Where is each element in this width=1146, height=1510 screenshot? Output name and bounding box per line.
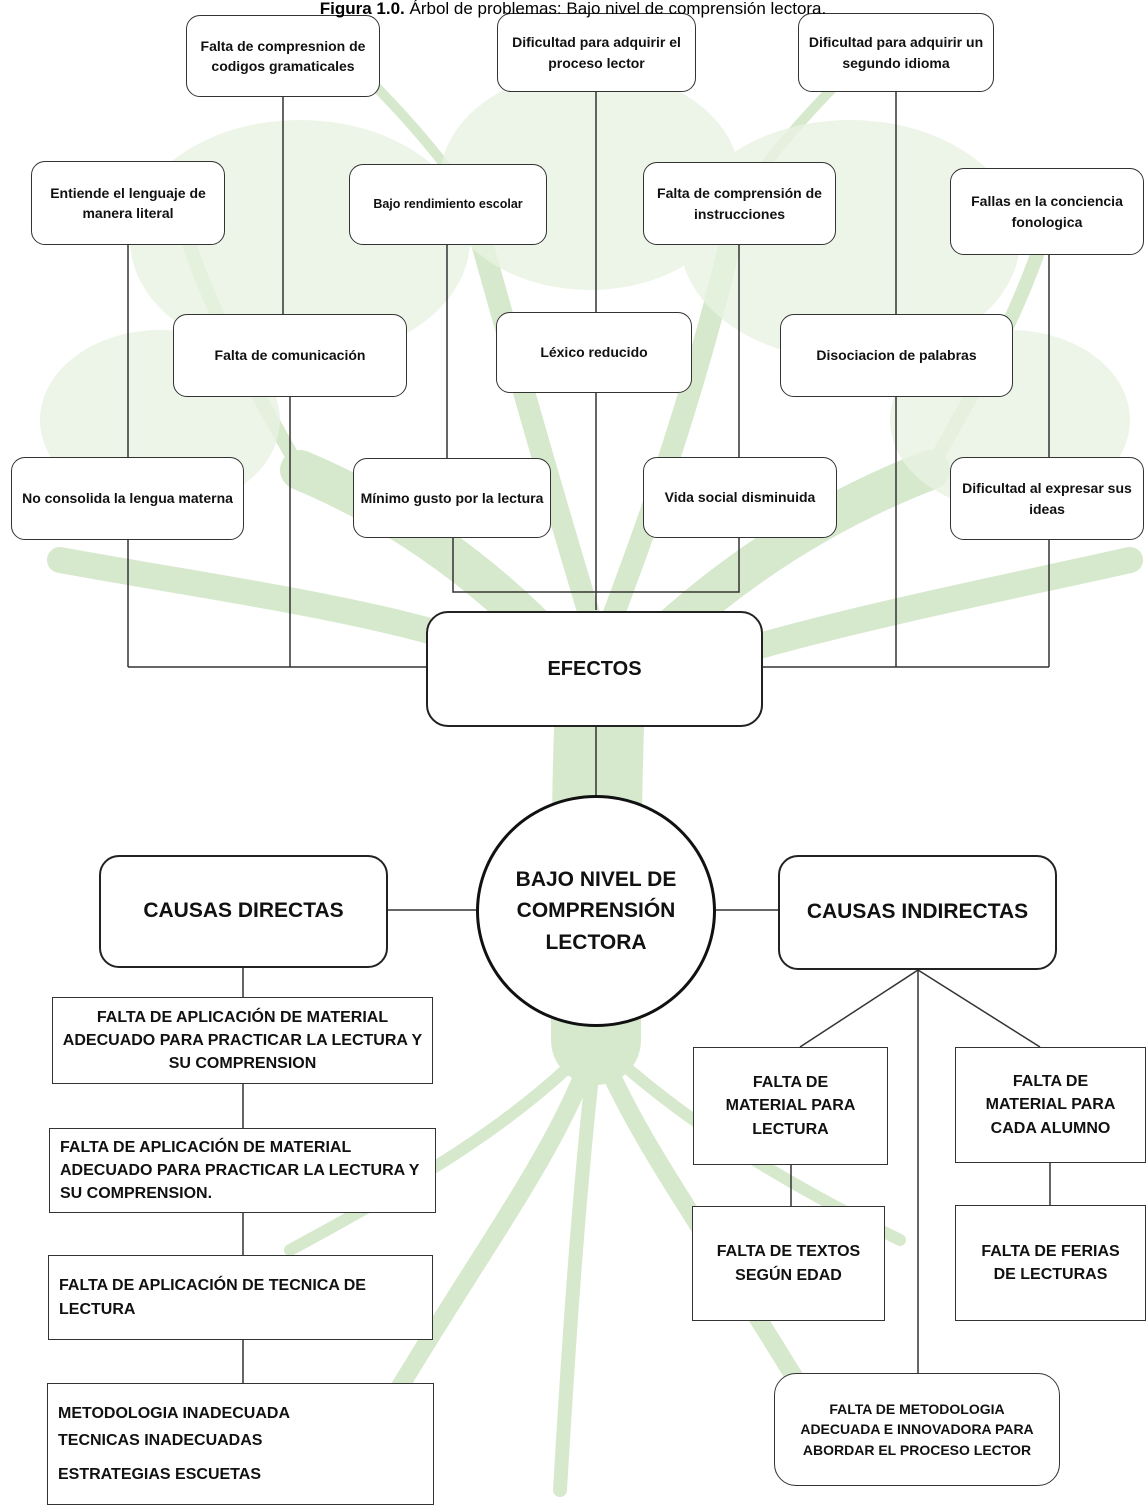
direct-cause-box-methodology: METODOLOGIA INADECUADA TECNICAS INADECUA… bbox=[47, 1383, 434, 1505]
efectos-box: EFECTOS bbox=[426, 611, 763, 727]
direct-cause-box: FALTA DE APLICACIÓN DE TECNICA DE LECTUR… bbox=[48, 1255, 433, 1340]
effect-box: No consolida la lengua materna bbox=[11, 457, 244, 540]
direct-cause-box: FALTA DE APLICACIÓN DE MATERIAL ADECUADO… bbox=[49, 1128, 436, 1213]
effect-box: Falta de comunicación bbox=[173, 314, 407, 397]
effect-box: Dificultad para adquirir un segundo idio… bbox=[798, 13, 994, 92]
indirect-cause-box: FALTA DE MATERIAL PARA CADA ALUMNO bbox=[955, 1047, 1146, 1163]
effect-box: Fallas en la conciencia fonologica bbox=[950, 168, 1144, 255]
indirect-cause-box: FALTA DE TEXTOS SEGÚN EDAD bbox=[692, 1206, 885, 1321]
effect-box: Entiende el lenguaje de manera literal bbox=[31, 161, 225, 245]
indirect-cause-box: FALTA DE MATERIAL PARA LECTURA bbox=[693, 1047, 888, 1165]
central-problem-circle: BAJO NIVEL DE COMPRENSIÓN LECTORA bbox=[476, 795, 716, 1027]
caption-prefix: Figura 1.0. bbox=[319, 0, 405, 18]
indirect-cause-box-methodology: FALTA DE METODOLOGIA ADECUADA E INNOVADO… bbox=[774, 1373, 1060, 1486]
cause-line: TECNICAS INADECUADAS bbox=[58, 1432, 263, 1450]
causas-directas-box: CAUSAS DIRECTAS bbox=[99, 855, 388, 968]
effect-box: Bajo rendimiento escolar bbox=[349, 164, 547, 245]
effect-box: Mínimo gusto por la lectura bbox=[353, 458, 551, 538]
effect-box: Disociacion de palabras bbox=[780, 314, 1013, 397]
effect-box: Dificultad al expresar sus ideas bbox=[950, 457, 1144, 540]
indirect-cause-box: FALTA DE FERIAS DE LECTURAS bbox=[955, 1205, 1146, 1321]
effect-box: Léxico reducido bbox=[496, 312, 692, 393]
caption-text: Árbol de problemas: Bajo nivel de compre… bbox=[409, 0, 827, 18]
effect-box: Falta de comprensión de instrucciones bbox=[643, 162, 836, 245]
causas-indirectas-box: CAUSAS INDIRECTAS bbox=[778, 855, 1057, 970]
effect-box: Dificultad para adquirir el proceso lect… bbox=[497, 13, 696, 92]
effect-box: Falta de compresnion de codigos gramatic… bbox=[186, 15, 380, 97]
figure-caption: Figura 1.0. Árbol de problemas: Bajo niv… bbox=[0, 0, 1146, 20]
direct-cause-box: FALTA DE APLICACIÓN DE MATERIAL ADECUADO… bbox=[52, 997, 433, 1084]
cause-line: ESTRATEGIAS ESCUETAS bbox=[58, 1465, 261, 1483]
effect-box: Vida social disminuida bbox=[643, 457, 837, 538]
cause-line: METODOLOGIA INADECUADA bbox=[58, 1405, 290, 1423]
